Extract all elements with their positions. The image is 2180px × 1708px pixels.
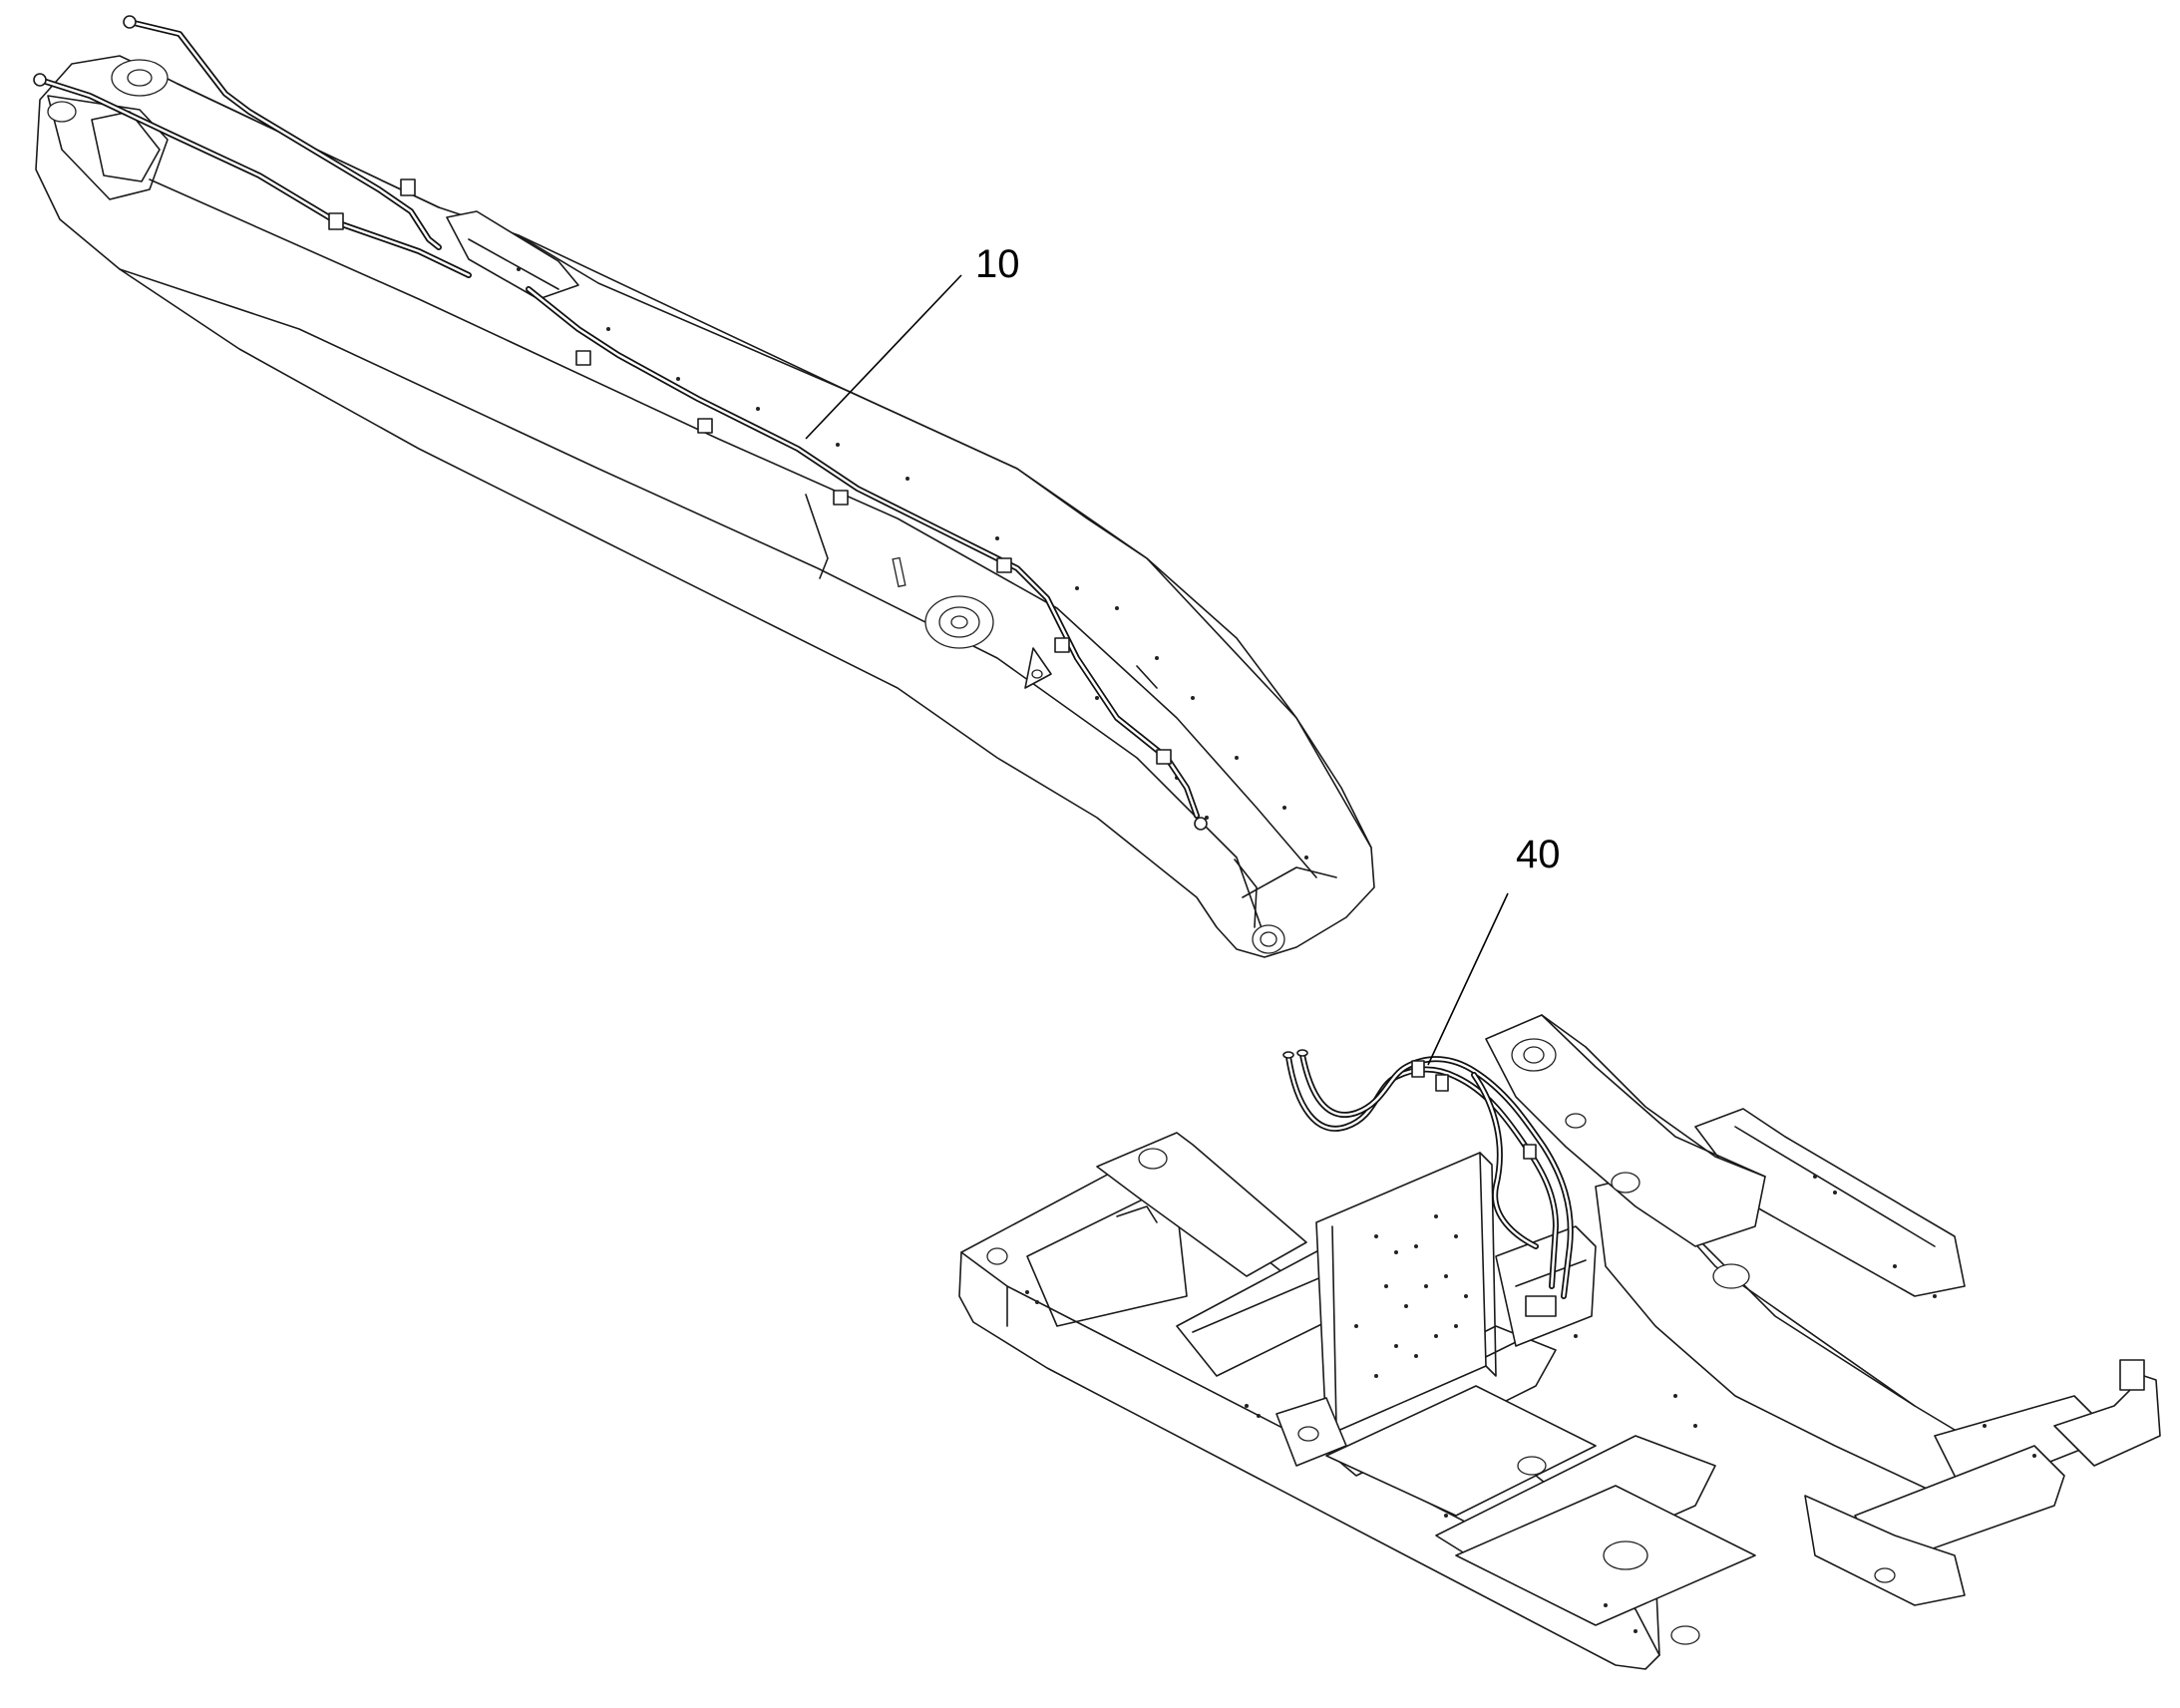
boom-hose-assembly	[33, 15, 1208, 831]
callout-10-label: 10	[975, 242, 1020, 286]
frame-hose-assembly	[1282, 1049, 1574, 1299]
callout-10: 10	[805, 242, 1020, 440]
callout-40: 40	[1427, 833, 1561, 1066]
chassis-frame	[958, 1014, 2161, 1670]
boom-arm	[35, 55, 1375, 958]
frame-fasteners	[1025, 1175, 2036, 1633]
callout-40-label: 40	[1516, 833, 1561, 876]
panel-holes	[1354, 1214, 1468, 1378]
